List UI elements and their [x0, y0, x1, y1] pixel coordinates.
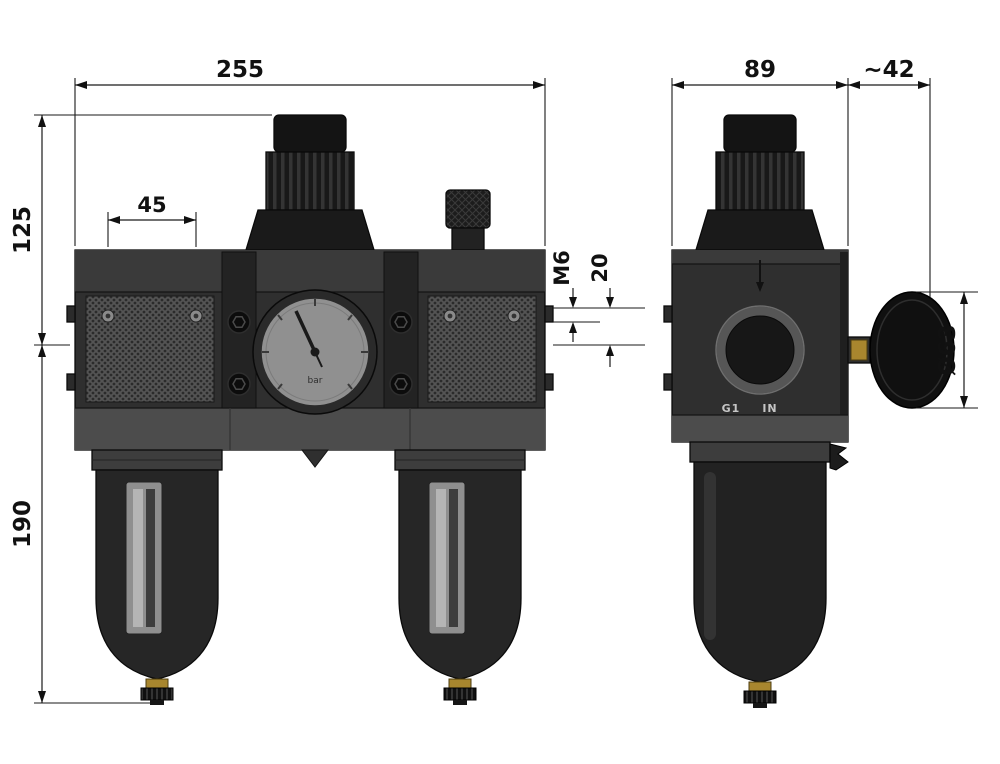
- knob-flare: [695, 209, 825, 251]
- gauge-stem-brass: [850, 339, 868, 361]
- center-drip-point: [300, 449, 330, 468]
- dim-label-190: 190: [10, 500, 36, 548]
- flow-arrow: [756, 282, 764, 292]
- dimension-gauge-diameter: Ø63: [916, 291, 978, 409]
- dimension-gauge-offset: ~42: [848, 57, 931, 297]
- body-edge-strip: [840, 252, 848, 440]
- bowl-highlight: [704, 472, 716, 640]
- bowl-collar: [689, 441, 831, 463]
- knob-cap: [273, 114, 347, 153]
- gauge-ticks: [262, 299, 368, 390]
- dimension-upper-height: 125: [10, 114, 272, 346]
- dim-label-255: 255: [216, 57, 264, 83]
- dimension-lower-height: 190: [10, 345, 150, 704]
- lubricator-bowl: [394, 449, 526, 705]
- filter-bowl: [91, 449, 223, 705]
- drain-fitting-brass: [145, 678, 169, 689]
- dimension-m6-20: M6 20: [550, 250, 645, 367]
- body-top-band: [672, 250, 848, 264]
- textured-panel-right: [427, 295, 537, 403]
- side-view: G1 IN: [663, 114, 955, 708]
- regulator-knob-side: [695, 114, 825, 251]
- knob-cap: [723, 114, 797, 153]
- sight-glass: [125, 481, 163, 635]
- knob-knurl: [265, 151, 355, 211]
- pressure-gauge: bar: [252, 289, 378, 415]
- dim-label-m6: M6: [550, 250, 574, 286]
- hex-screws: [227, 310, 413, 396]
- front-view: bar: [66, 114, 554, 705]
- gauge-needle: [294, 310, 317, 353]
- dimension-body-depth: 89: [671, 57, 849, 246]
- dim-label-125: 125: [10, 206, 36, 254]
- drain-tip: [753, 703, 767, 708]
- drain-fitting-brass: [448, 678, 472, 689]
- sight-glass: [428, 481, 466, 635]
- gauge-disc: [869, 291, 955, 409]
- dim-label-45: 45: [137, 193, 166, 217]
- mount-tab-m6: [544, 305, 554, 323]
- drain-knob: [443, 687, 477, 701]
- fill-cap: [445, 189, 491, 229]
- drain-fitting-brass: [748, 681, 772, 692]
- drain-tip: [150, 700, 164, 705]
- mount-tab: [544, 373, 554, 391]
- body-top-band: [75, 250, 545, 292]
- port-size-label: G1: [722, 402, 741, 415]
- knob-flare: [245, 209, 375, 251]
- dimension-hole-spacing: 45: [107, 193, 197, 247]
- mount-tab: [66, 373, 76, 391]
- dim-label-d63: Ø63: [935, 324, 961, 376]
- dim-label-89: 89: [744, 57, 776, 83]
- mount-tab: [663, 305, 673, 323]
- inlet-port-bore: [725, 315, 795, 385]
- side-body: G1 IN: [663, 249, 849, 443]
- drain-knob: [743, 690, 777, 704]
- mount-tab: [663, 373, 673, 391]
- gauge-hub: [310, 347, 320, 357]
- bowl-latch: [829, 443, 849, 471]
- drain-tip: [453, 700, 467, 705]
- drain-knob: [140, 687, 174, 701]
- dimension-total-width: 255: [74, 57, 546, 246]
- front-body: bar: [66, 249, 554, 468]
- dim-label-42: ~42: [863, 57, 914, 83]
- body-bottom-band: [672, 415, 848, 442]
- port-direction-label: IN: [762, 402, 777, 415]
- knob-knurl: [715, 151, 805, 211]
- side-bowl: [689, 441, 849, 708]
- fill-cap-neck: [451, 227, 485, 251]
- panel-port-holes: [101, 309, 521, 323]
- regulator-knob: [245, 114, 375, 251]
- body-bottom-band: [75, 408, 545, 450]
- gauge-side: [847, 291, 955, 409]
- fill-cap-knob: [445, 189, 491, 251]
- mount-tab: [66, 305, 76, 323]
- gauge-unit-label: bar: [308, 376, 323, 386]
- dim-label-20: 20: [588, 253, 612, 282]
